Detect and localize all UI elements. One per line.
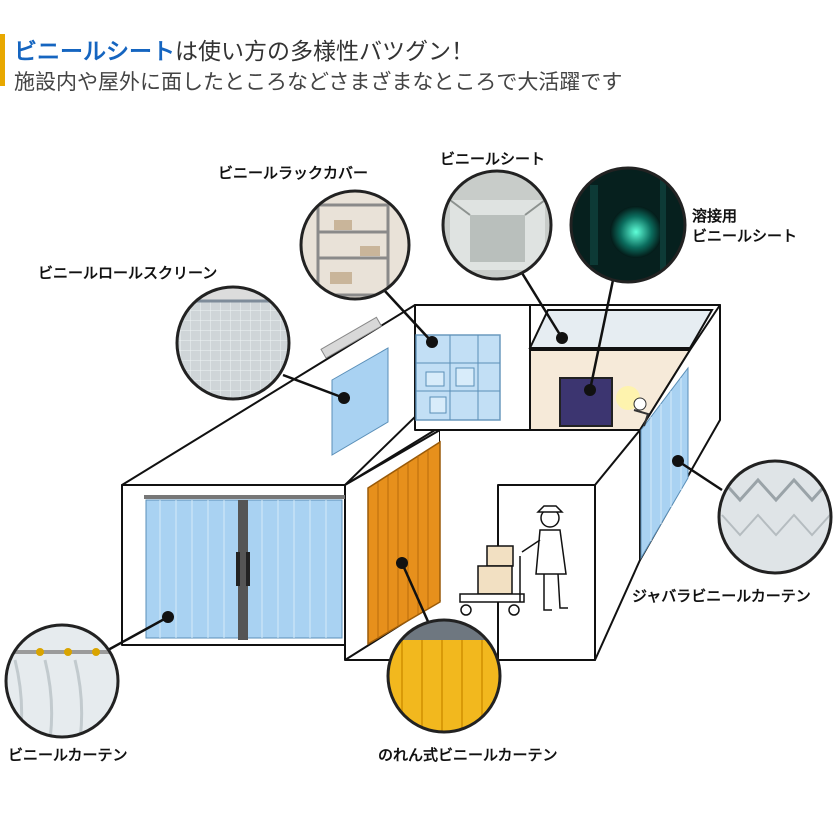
photo-vinyl-curtain bbox=[4, 623, 120, 739]
callout-dots bbox=[162, 332, 684, 623]
jabara-curtain-right bbox=[640, 366, 689, 560]
vinyl-curtain-left bbox=[144, 495, 345, 640]
label-noren-curtain: のれん式ビニールカーテン bbox=[378, 746, 558, 764]
roof-opening bbox=[528, 309, 714, 349]
label-welding-sheet-line1: 溶接用 bbox=[692, 207, 738, 225]
callout-lines bbox=[107, 272, 723, 652]
label-roll-screen: ビニールロールスクリーン bbox=[38, 264, 218, 282]
label-vinyl-sheet: ビニールシート bbox=[440, 150, 546, 168]
label-rack-cover: ビニールラックカバー bbox=[218, 164, 369, 182]
photo-welding-sheet bbox=[569, 166, 687, 284]
header-title-rest: は使い方の多様性バツグン！ bbox=[175, 39, 474, 65]
header-subtitle: 施設内や屋外に面したところなどさまざまなところで大活躍です bbox=[14, 70, 623, 94]
photo-noren-curtain bbox=[386, 618, 502, 734]
noren-strip-curtain bbox=[367, 440, 441, 646]
label-vinyl-curtain: ビニールカーテン bbox=[8, 746, 128, 764]
header: ビニールシートは使い方の多様性バツグン！ 施設内や屋外に面したところなどさまざま… bbox=[0, 30, 840, 100]
header-title: ビニールシートは使い方の多様性バツグン！ bbox=[14, 32, 474, 66]
photo-vinyl-sheet bbox=[441, 169, 553, 281]
worker-with-cart bbox=[459, 505, 568, 616]
header-accent-text: ビニールシート bbox=[14, 39, 175, 65]
label-welding-sheet-line2: ビニールシート bbox=[692, 227, 798, 245]
photo-roll-screen bbox=[175, 285, 291, 401]
covered-rack bbox=[415, 334, 501, 421]
header-accent-bar bbox=[0, 34, 5, 86]
photo-jabara-curtain bbox=[717, 459, 833, 575]
roll-screen bbox=[320, 316, 389, 456]
photo-rack-cover bbox=[299, 189, 411, 301]
label-jabara-curtain: ジャバラビニールカーテン bbox=[632, 587, 811, 605]
